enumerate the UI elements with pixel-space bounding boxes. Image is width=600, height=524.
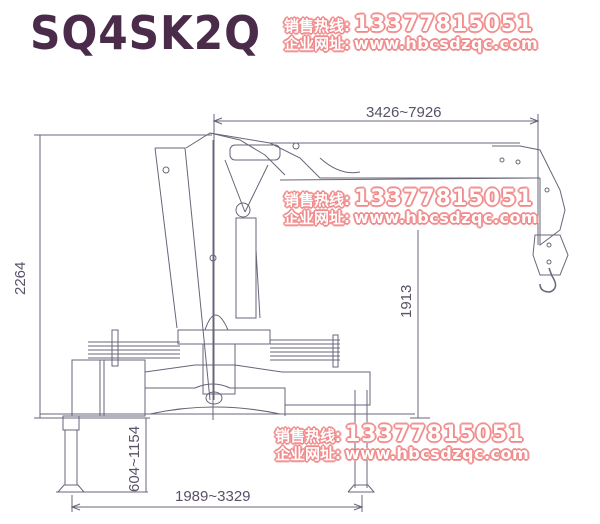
- hook-height-label: 1913: [398, 284, 415, 318]
- outrigger-span-label: 1989~3329: [175, 488, 251, 505]
- boom-arm: [185, 132, 540, 218]
- watermark-phone: 13377815051: [345, 422, 525, 447]
- watermark-phone-label: 销售热线:: [284, 17, 350, 35]
- watermark-bottom: 销售热线:13377815051 企业网址:www.hbcsdzqc.com: [275, 424, 529, 462]
- total-height-dimension-line: [34, 134, 212, 419]
- outrigger-leg-label: 604~1154: [126, 425, 143, 492]
- watermark-phone: 13377815051: [354, 186, 534, 211]
- mast: [154, 140, 217, 420]
- boom-head: [492, 145, 569, 293]
- turret-base: [177, 314, 271, 395]
- watermark-middle: 销售热线:13377815051 企业网址:www.hbcsdzqc.com: [284, 188, 538, 226]
- chassis-frame: [40, 359, 415, 417]
- lift-cylinder: [235, 217, 261, 319]
- hook-height-dimension-line: [410, 230, 430, 419]
- left-outrigger-leg: [56, 415, 148, 493]
- outrigger-span-dimension-line: [70, 495, 364, 512]
- watermark-site: www.hbcsdzqc.com: [354, 208, 539, 227]
- watermark-site-label: 企业网址:: [275, 445, 341, 463]
- boom-reach-label: 3426~7926: [366, 104, 442, 121]
- watermark-site-label: 企业网址:: [284, 209, 350, 227]
- total-height-label: 2264: [12, 261, 29, 295]
- watermark-phone: 13377815051: [354, 12, 534, 37]
- watermark-phone-label: 销售热线:: [275, 427, 341, 445]
- hook-icon: [539, 267, 557, 293]
- right-outrigger-leg: [347, 390, 376, 493]
- watermark-phone-label: 销售热线:: [284, 191, 350, 209]
- watermark-top: 销售热线:13377815051 企业网址:www.hbcsdzqc.com: [284, 14, 538, 52]
- watermark-site: www.hbcsdzqc.com: [345, 444, 530, 463]
- boom-reach-dimension-line: [212, 114, 540, 400]
- watermark-site-label: 企业网址:: [284, 35, 350, 53]
- model-title: SQ4SK2Q: [30, 6, 262, 60]
- outrigger-beams: [88, 329, 340, 368]
- watermark-site: www.hbcsdzqc.com: [354, 34, 539, 53]
